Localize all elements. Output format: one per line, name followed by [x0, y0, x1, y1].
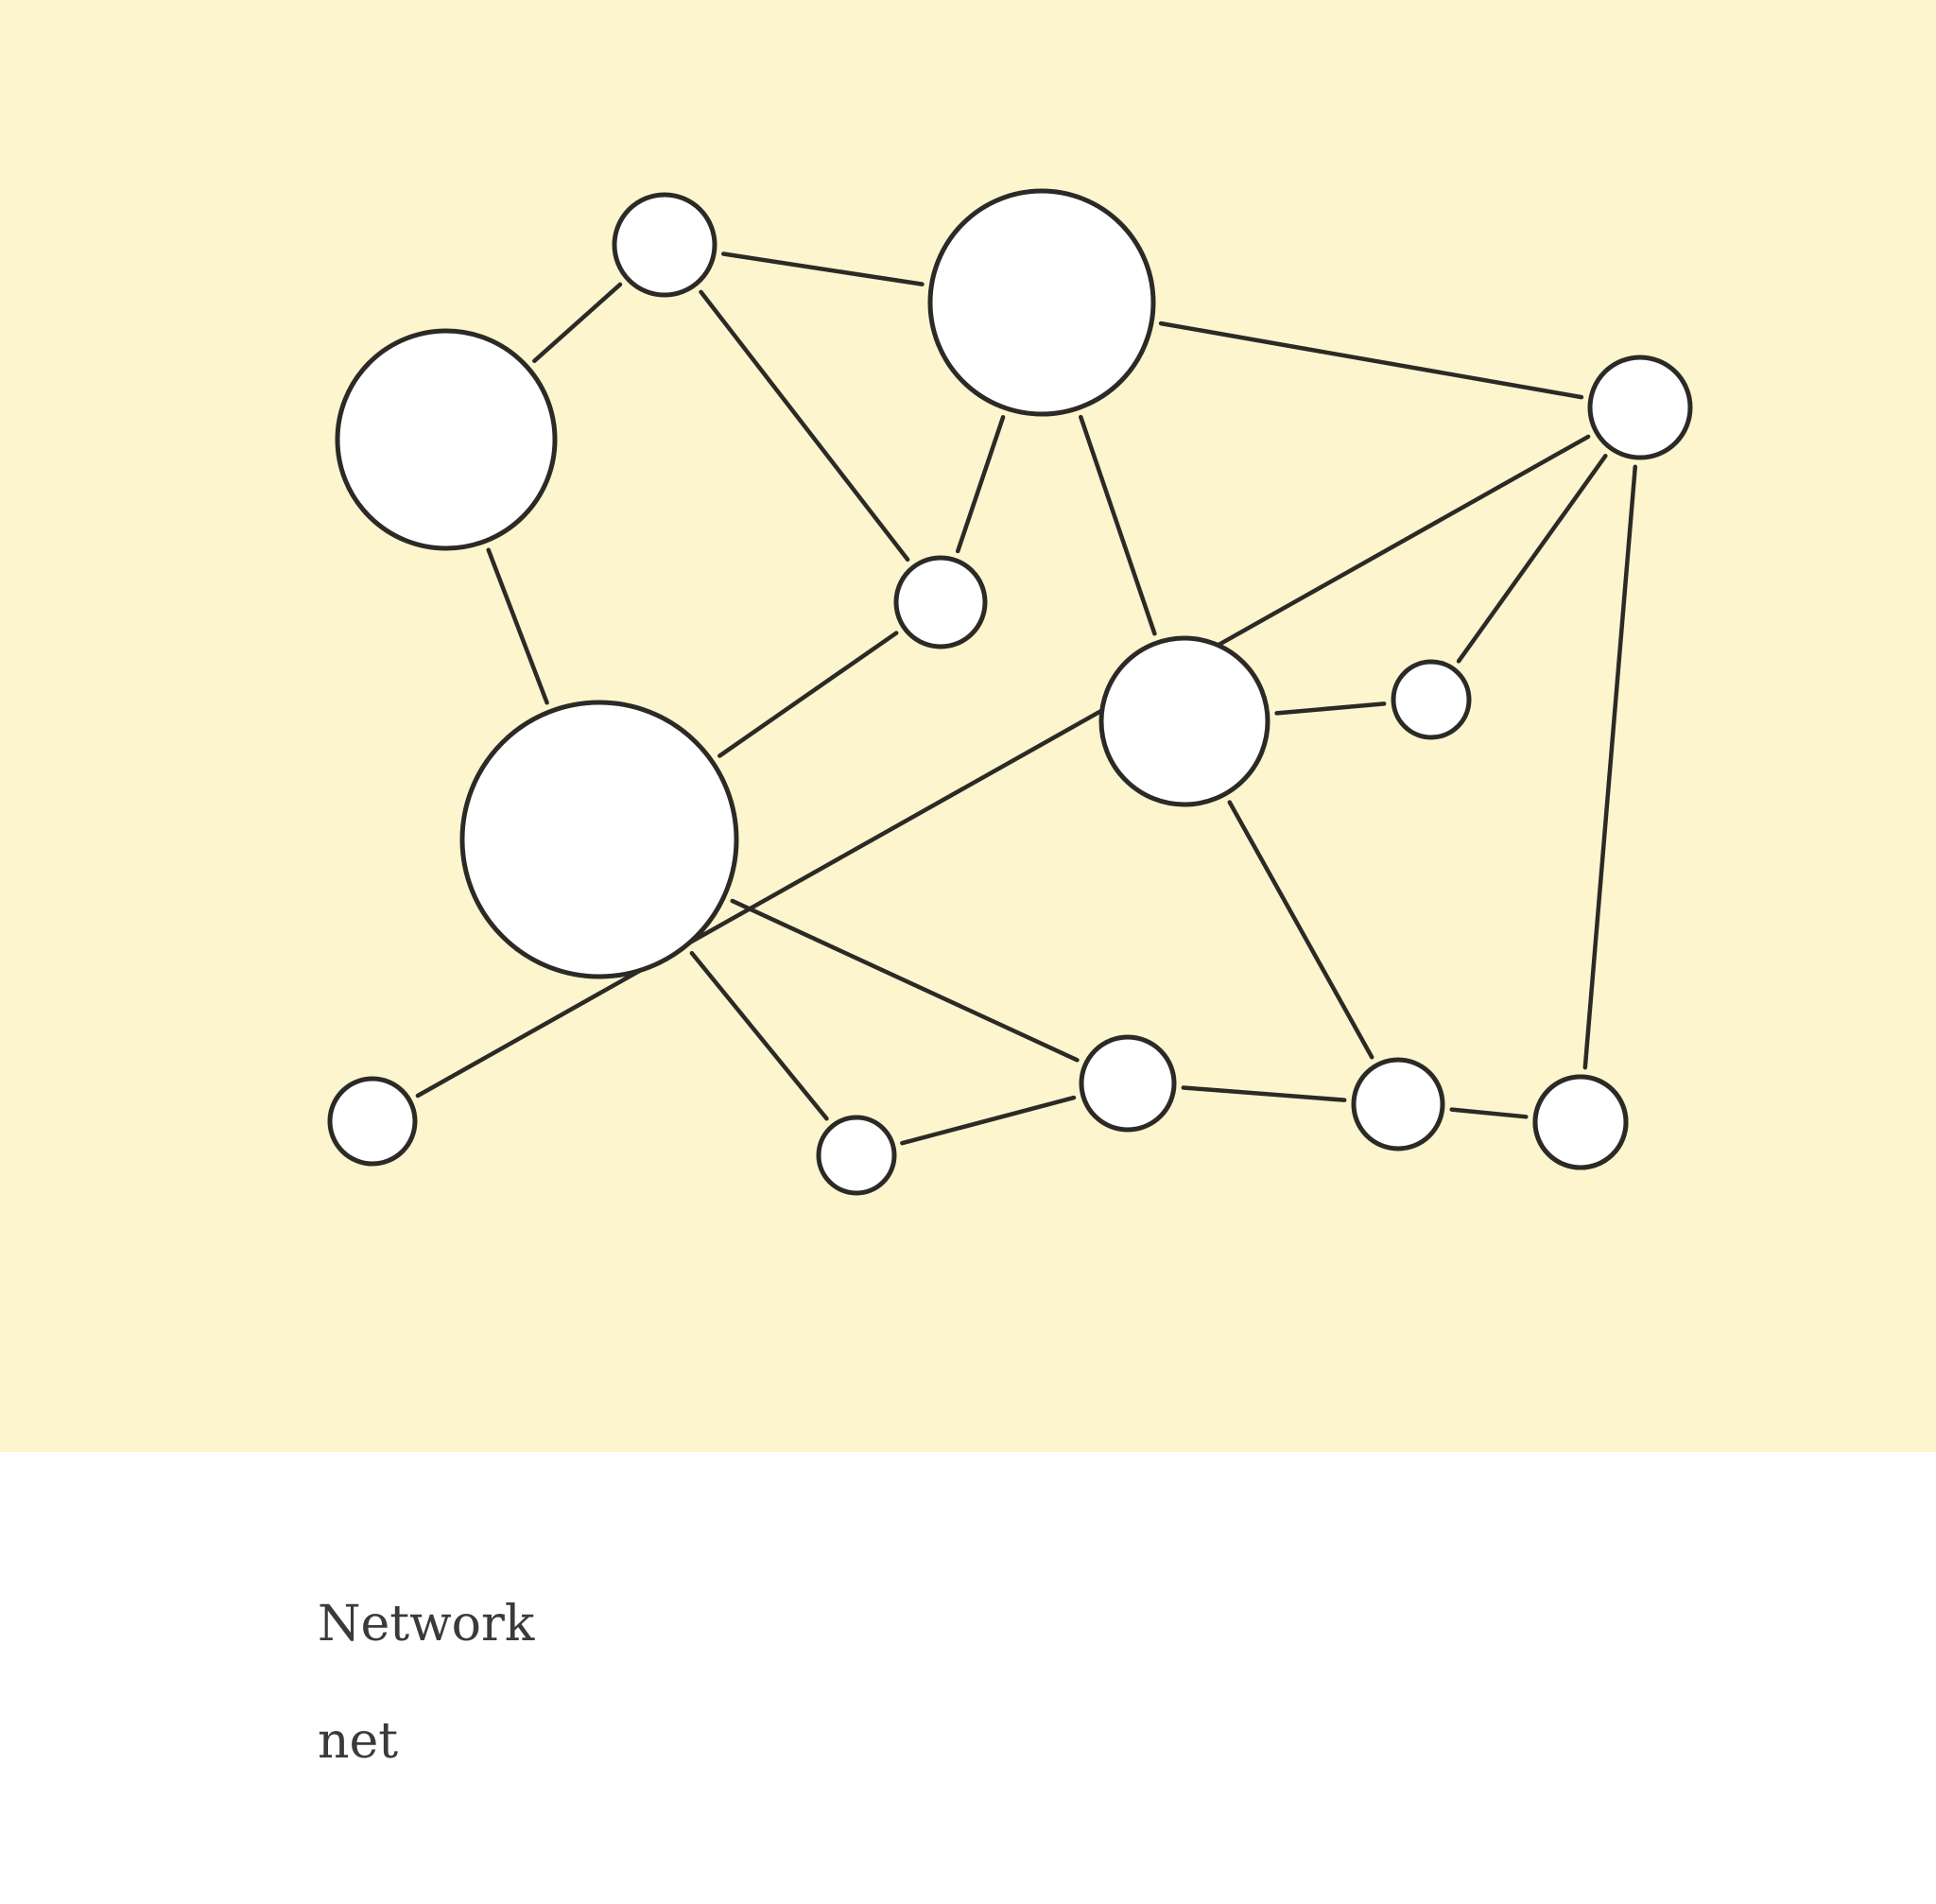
network-node-n6 [1098, 635, 1270, 807]
edge-n6-n7 [1274, 701, 1387, 716]
network-node-n1 [612, 192, 717, 298]
network-node-n14 [1532, 1074, 1629, 1170]
nodes-layer [327, 188, 1693, 1196]
edge-n4-n10 [689, 950, 829, 1121]
network-graph [327, 188, 1693, 1196]
edge-n7-n8 [1456, 453, 1608, 664]
network-illustration [0, 0, 1936, 1452]
edges-layer [415, 251, 1638, 1146]
network-node-n12 [1351, 1057, 1445, 1151]
edge-n8-n14 [1582, 464, 1638, 1070]
edge-n4-n11 [730, 898, 1080, 1063]
edge-n10-n11 [900, 1095, 1077, 1146]
edge-n6-n12 [1227, 800, 1374, 1060]
edge-n1-n2 [721, 251, 925, 286]
network-node-n3 [335, 328, 558, 551]
network-node-n11 [1079, 1034, 1177, 1133]
edge-n2-n6 [1079, 414, 1157, 636]
network-node-n4 [459, 700, 739, 979]
edge-n1-n3 [532, 282, 623, 364]
edge-n3-n4 [486, 547, 549, 705]
network-node-n2 [927, 188, 1156, 417]
edge-n2-n5 [955, 415, 1006, 554]
network-node-n10 [816, 1115, 897, 1196]
diagram-subtitle: net [318, 1713, 399, 1770]
network-node-n8 [1587, 355, 1693, 460]
diagram-title: Network [318, 1596, 535, 1653]
edge-n12-n13 [1449, 1107, 1529, 1119]
edge-n4-n5 [717, 631, 899, 758]
network-node-n9 [327, 1076, 418, 1167]
network-node-n7 [1391, 659, 1472, 740]
network-node-n5 [893, 555, 988, 649]
edge-n2-n8 [1158, 320, 1584, 400]
edge-n8-n9 [415, 434, 1591, 1099]
edge-n11-n12 [1181, 1085, 1347, 1102]
edge-n1-n5 [699, 289, 910, 563]
